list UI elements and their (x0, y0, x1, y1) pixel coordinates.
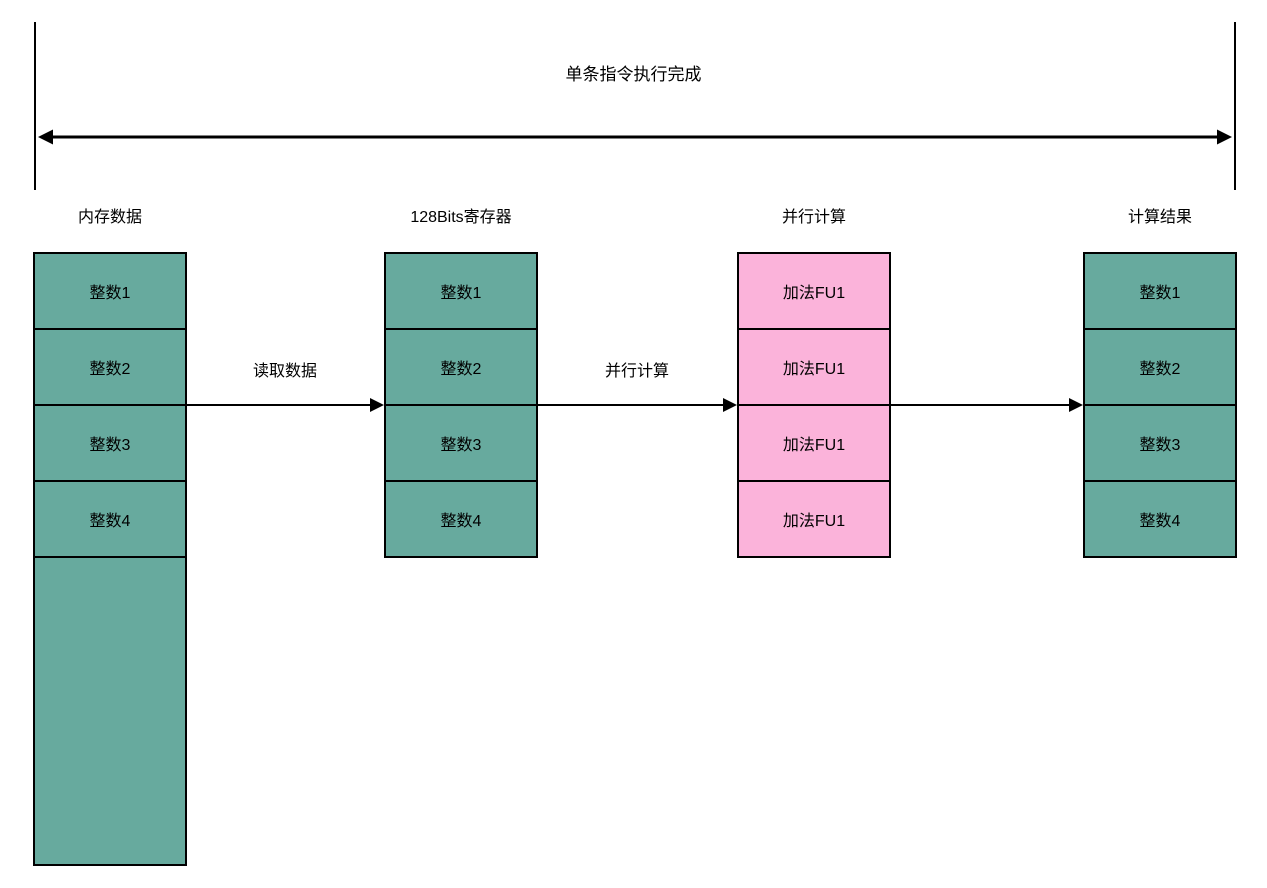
compute-cell-4: 加法FU1 (737, 480, 891, 558)
compute-cell-2: 加法FU1 (737, 328, 891, 406)
register-cell-4: 整数4 (384, 480, 538, 558)
column-header-compute: 并行计算 (781, 209, 846, 226)
column-header-memory: 内存数据 (77, 209, 142, 226)
arrow-label-read-data: 读取数据 (252, 363, 317, 380)
result-cell-2: 整数2 (1083, 328, 1237, 406)
memory-column: 整数1 整数2 整数3 整数4 (33, 252, 187, 866)
memory-cell-2: 整数2 (33, 328, 187, 406)
memory-cell-4: 整数4 (33, 480, 187, 558)
memory-cell-1: 整数1 (33, 252, 187, 330)
bracket-label: 单条指令执行完成 (565, 65, 702, 84)
result-cell-1: 整数1 (1083, 252, 1237, 330)
arrow-label-parallel-compute: 并行计算 (604, 363, 669, 380)
column-header-result: 计算结果 (1127, 209, 1192, 226)
register-cell-2: 整数2 (384, 328, 538, 406)
compute-cell-3: 加法FU1 (737, 404, 891, 482)
memory-cell-3: 整数3 (33, 404, 187, 482)
column-header-register: 128Bits寄存器 (410, 209, 512, 226)
register-cell-1: 整数1 (384, 252, 538, 330)
memory-cell-empty (33, 556, 187, 866)
compute-cell-1: 加法FU1 (737, 252, 891, 330)
result-cell-4: 整数4 (1083, 480, 1237, 558)
register-cell-3: 整数3 (384, 404, 538, 482)
compute-column: 加法FU1 加法FU1 加法FU1 加法FU1 (737, 252, 891, 558)
register-column: 整数1 整数2 整数3 整数4 (384, 252, 538, 558)
result-column: 整数1 整数2 整数3 整数4 (1083, 252, 1237, 558)
result-cell-3: 整数3 (1083, 404, 1237, 482)
